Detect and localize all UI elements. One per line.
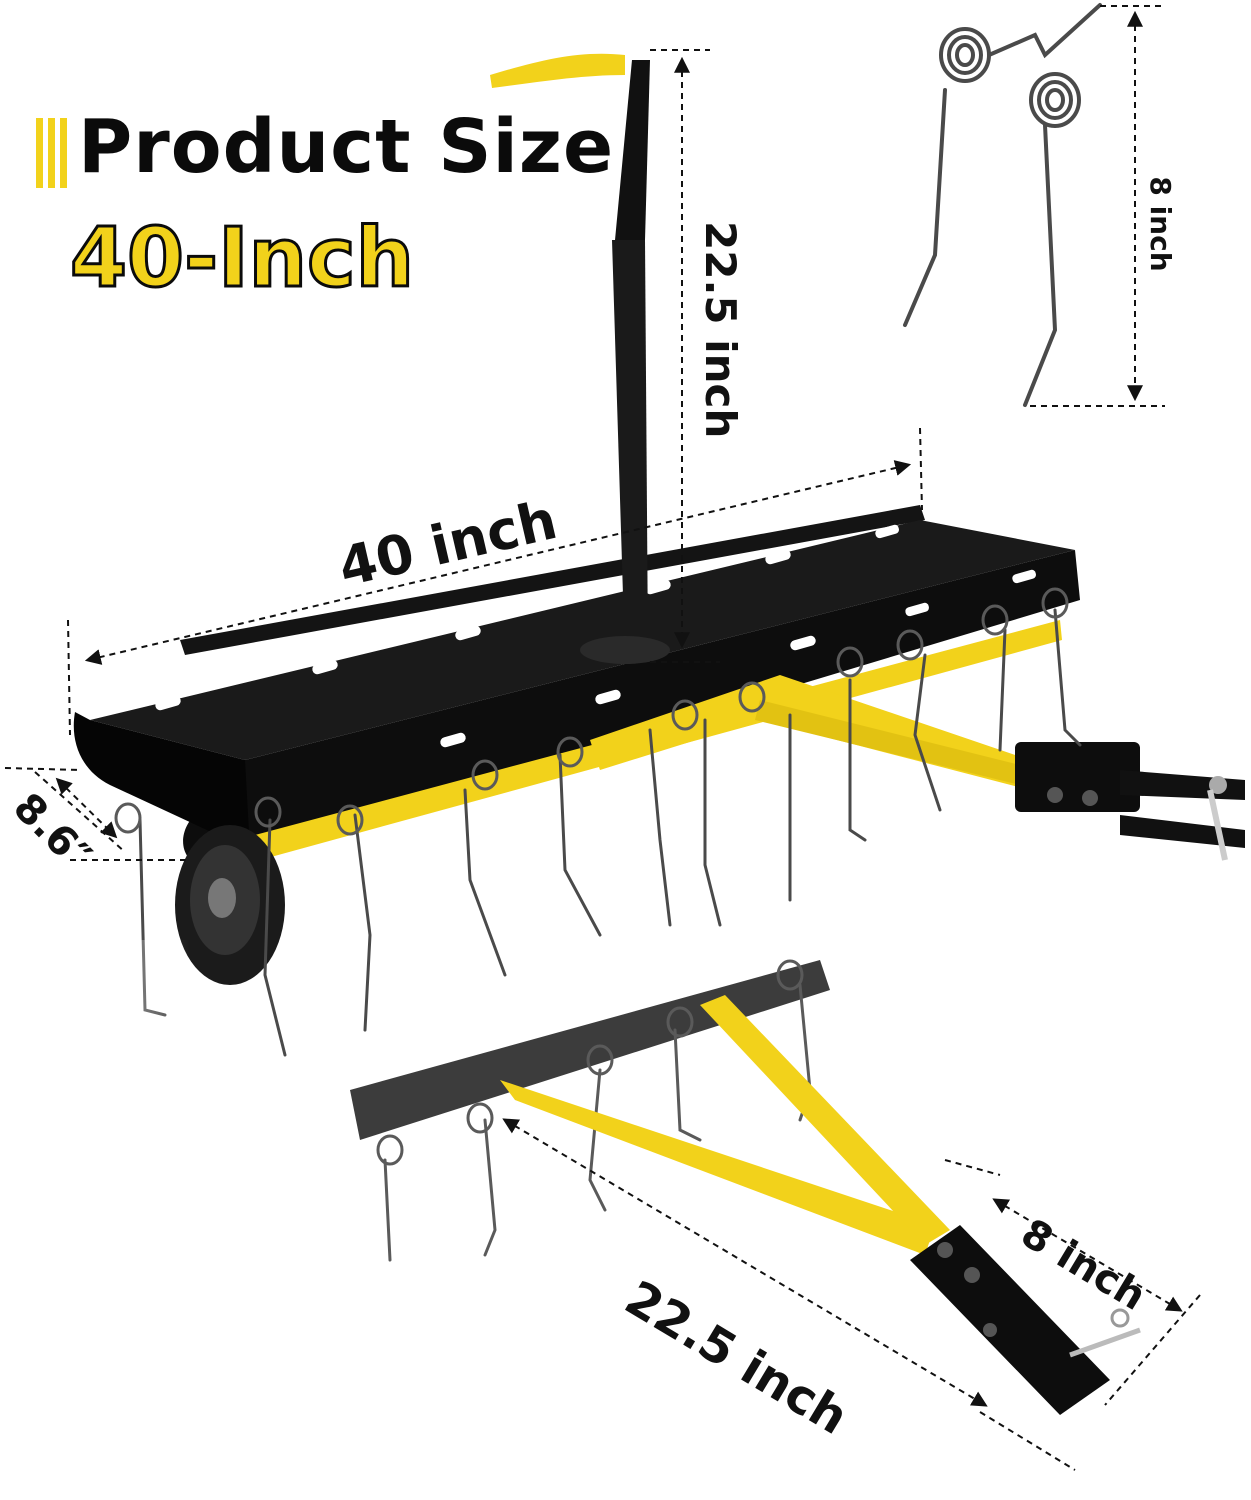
tine-detail-image xyxy=(903,3,1102,407)
aerator-main-image xyxy=(73,53,1245,1057)
title-accent-bar xyxy=(36,118,43,188)
handle-height-label: 22.5 inch xyxy=(696,221,745,439)
page-subtitle: 40-Inch xyxy=(68,211,415,306)
title-accent-bar xyxy=(60,118,67,188)
dimension-lines xyxy=(4,5,1201,1471)
page-title: Product Size xyxy=(78,104,615,190)
tine-length-label: 8 inch xyxy=(1144,176,1177,272)
title-accent-bar xyxy=(48,118,55,188)
tow-arm-detail-image xyxy=(0,940,1141,1415)
